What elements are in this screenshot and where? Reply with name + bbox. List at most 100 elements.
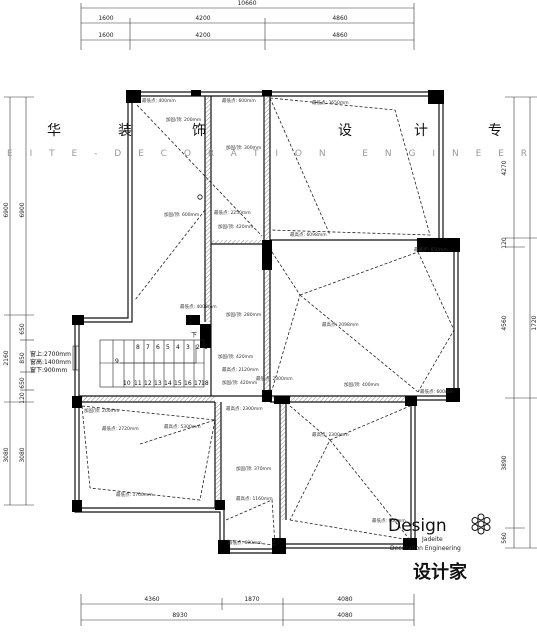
stair-num: 1 <box>204 344 208 351</box>
stair-num: 4 <box>176 344 180 351</box>
annotation: 加固/顶: 200mm <box>84 407 119 414</box>
banner-char: 华 <box>47 123 61 139</box>
annotation: 最高点: 1160mm <box>236 495 273 502</box>
annotation: 加固/顶: 420mm <box>218 223 253 230</box>
dim-left-9: 3080 <box>19 447 26 462</box>
dim-bottom-4: 8930 <box>172 612 187 619</box>
left-dimensions <box>4 96 34 506</box>
banner-char: 装 <box>118 123 132 139</box>
annotation: 加固/顶: 600mm <box>164 211 199 218</box>
snowflake-icon <box>471 513 491 535</box>
dim-top-total: 10660 <box>237 0 256 7</box>
dim-top-4: 1600 <box>98 32 113 39</box>
dim-bottom-2: 1870 <box>244 596 259 603</box>
dim-right-6: 1720 <box>531 315 537 330</box>
stair <box>99 339 205 388</box>
dim-right-4: 3890 <box>501 455 508 470</box>
annotation: 最高点: 5300mm <box>164 423 201 430</box>
dim-right-3: 4560 <box>501 315 508 330</box>
hatched-walls <box>79 96 411 520</box>
stair-num: 7 <box>146 344 150 351</box>
annotation: 最低点: 3650mm <box>312 99 349 106</box>
window-note-3: 窗下:900mm <box>30 366 67 374</box>
columns <box>72 90 460 554</box>
dim-right-5: 560 <box>501 532 508 544</box>
annotation: 最高点: 2098mm <box>322 321 359 328</box>
annotation: 最低点: 600mm <box>420 388 454 395</box>
annotation: 最低点: 650mm <box>414 246 448 253</box>
dim-left-2: 2160 <box>3 350 10 365</box>
stair-num: 2 <box>196 344 200 351</box>
window-note-1: 窗上:2700mm <box>30 350 71 358</box>
annotation: 最低点: 2250mm <box>214 209 251 216</box>
dim-left-7: 650 <box>19 377 26 389</box>
dim-bottom-5: 4080 <box>337 612 352 619</box>
annotation: 最高点: 2300mm <box>226 405 263 412</box>
annotation: 加固/顶: 420mm <box>218 353 253 360</box>
ceiling-slope-lines <box>81 97 455 546</box>
stair-num: 16 <box>184 380 192 387</box>
annotations: 最低点: 400mm 最低点: 600mm 最低点: 3650mm 加固/顶: … <box>84 97 454 546</box>
stair-num: 11 <box>134 380 142 387</box>
annotation: 最低点: 2720mm <box>102 425 139 432</box>
banner-char: 专 <box>488 123 502 139</box>
stair-num-mid: 9 <box>115 358 119 365</box>
marker-circle <box>197 194 203 200</box>
stair-num: 13 <box>154 380 162 387</box>
brand-line1: Jadeite <box>421 536 443 543</box>
annotation: 最低点: 1700mm <box>116 491 153 498</box>
dim-top-3: 4860 <box>332 15 347 22</box>
stair-numbers: 8 7 6 5 4 3 2 1 9 10 11 12 13 14 15 16 1… <box>115 332 209 387</box>
brand-cn: 设计家 <box>413 561 468 583</box>
annotation: 最低点: 600mm <box>222 97 256 104</box>
banner-char: 设 <box>338 123 352 139</box>
stair-num: 10 <box>123 380 131 387</box>
right-dimensions <box>505 96 537 549</box>
banner-char: 饰 <box>192 123 206 139</box>
stair-num: 6 <box>156 344 160 351</box>
annotation: 最低点: 2300mm <box>256 375 293 382</box>
annotation: 最高点: 6098mm <box>290 231 327 238</box>
dim-left-1: 6900 <box>3 202 10 217</box>
annotation: 加固/顶: 400mm <box>344 381 379 388</box>
dim-left-6: 850 <box>19 352 26 364</box>
annotation: 加固/顶: 420mm <box>222 379 257 386</box>
brand-word: Design <box>388 516 447 536</box>
annotation: 最高点: 2300mm <box>312 431 349 438</box>
stair-num: 3 <box>186 344 190 351</box>
stair-num: 15 <box>174 380 182 387</box>
banner-char: 计 <box>414 123 428 139</box>
dim-right-1: 4270 <box>501 160 508 175</box>
dim-top-5: 4200 <box>195 32 210 39</box>
dim-left-8: 120 <box>19 392 26 404</box>
annotation: 最高点: 2120mm <box>222 366 259 373</box>
annotation: 最低点: 400mm <box>142 97 176 104</box>
stair-num: 14 <box>164 380 172 387</box>
dim-bottom-3: 4080 <box>337 596 352 603</box>
stair-num: 18 <box>201 380 209 387</box>
dim-top-2: 4200 <box>195 15 210 22</box>
stair-num: 5 <box>166 344 170 351</box>
dim-left-3: 3080 <box>3 447 10 462</box>
annotation: 加固/顶: 200mm <box>166 116 201 123</box>
annotation: 加固/顶: 370mm <box>236 465 271 472</box>
window-note: 窗上:2700mm 窗高:1400mm 窗下:900mm <box>30 350 71 374</box>
brand-line2: Decoration Engineering <box>390 545 461 552</box>
left-window <box>72 345 80 371</box>
annotation: 加固/顶: 300mm <box>226 144 261 151</box>
annotation: 加固/顶: 280mm <box>226 311 261 318</box>
stair-num: 8 <box>136 344 140 351</box>
stair-num: 12 <box>144 380 152 387</box>
annotation: 最低点: 600mm <box>228 539 262 546</box>
dim-top-1: 1600 <box>98 15 113 22</box>
dim-left-4: 6900 <box>19 202 26 217</box>
annotation: 最低点: 4008mm <box>180 303 217 310</box>
annotation: 最低点: 900mm <box>372 517 406 524</box>
stair-num: 17 <box>194 380 202 387</box>
dim-right-2: 120 <box>501 237 508 249</box>
stair-arrow <box>120 345 197 364</box>
dim-top-6: 4860 <box>332 32 347 39</box>
stair-down-label: 下 <box>191 332 197 339</box>
